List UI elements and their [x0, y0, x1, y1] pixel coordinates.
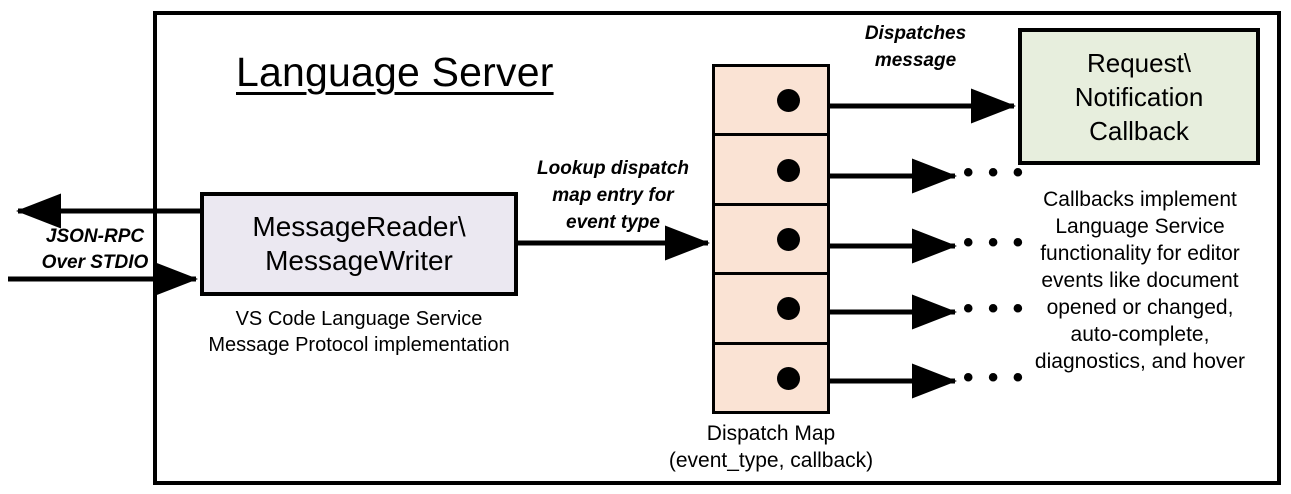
lookup-label-line3: event type [566, 212, 660, 233]
dispatch-map-cell[interactable] [715, 205, 827, 276]
lookup-label-line1: Lookup dispatch [537, 158, 689, 179]
dispatches-message-label: Dispatches message [838, 20, 993, 74]
dispatch-map-cell[interactable] [715, 275, 827, 345]
dispatch-map-caption: Dispatch Map (event_type, callback) [660, 420, 882, 474]
callback-pointer-dot-icon [777, 158, 800, 182]
callback-line2: Notification [1074, 81, 1204, 112]
message-reader-caption-line1: VS Code Language Service [235, 308, 483, 330]
lookup-label-line2: map entry for [552, 185, 674, 206]
jsonrpc-transport-label: JSON-RPC Over STDIO [20, 224, 170, 276]
dispatch-map-cell[interactable] [715, 67, 827, 137]
callback-description-line: Callbacks implement [1043, 188, 1237, 211]
callback-description: Callbacks implement Language Service fun… [1004, 186, 1276, 375]
language-server-frame [153, 11, 1281, 485]
message-reader-caption-line2: Message Protocol implementation [208, 334, 510, 356]
dispatch-map-caption-line2: (event_type, callback) [668, 449, 874, 472]
callback-pointer-dot-icon [777, 228, 800, 252]
message-reader-line1: MessageReader\ [252, 211, 466, 242]
callback-description-line: opened or changed, [1046, 296, 1234, 319]
callback-pointer-dot-icon [777, 89, 800, 113]
ellipsis-row-2: • • • [963, 156, 1027, 189]
callback-description-line: auto-complete, [1070, 323, 1210, 346]
callback-description-line: events like document [1041, 269, 1239, 292]
page-title: Language Server [236, 49, 554, 95]
dispatch-map-table[interactable] [712, 64, 830, 414]
jsonrpc-label-line2: Over STDIO [41, 252, 149, 273]
callback-description-line: diagnostics, and hover [1034, 350, 1246, 373]
dispatch-map-cell[interactable] [715, 136, 827, 206]
jsonrpc-label-line1: JSON-RPC [45, 226, 145, 247]
callback-description-line: functionality for editor [1040, 242, 1240, 265]
dispatch-map-caption-line1: Dispatch Map [706, 422, 836, 445]
callback-pointer-dot-icon [777, 297, 800, 321]
dispatches-label-line2: message [874, 50, 957, 71]
message-reader-caption: VS Code Language Service Message Protoco… [192, 306, 526, 358]
callback-line3: Callback [1089, 115, 1189, 146]
dispatch-map-cell[interactable] [715, 344, 827, 412]
message-reader-writer-box[interactable]: MessageReader\ MessageWriter [200, 192, 518, 296]
request-notification-callback-box[interactable]: Request\ Notification Callback [1018, 28, 1260, 165]
lookup-dispatch-label: Lookup dispatch map entry for event type [518, 155, 708, 236]
message-reader-line2: MessageWriter [265, 245, 453, 276]
callback-pointer-dot-icon [777, 366, 800, 390]
callback-line1: Request\ [1086, 47, 1192, 78]
callback-description-line: Language Service [1055, 215, 1225, 238]
dispatches-label-line1: Dispatches [864, 23, 967, 44]
